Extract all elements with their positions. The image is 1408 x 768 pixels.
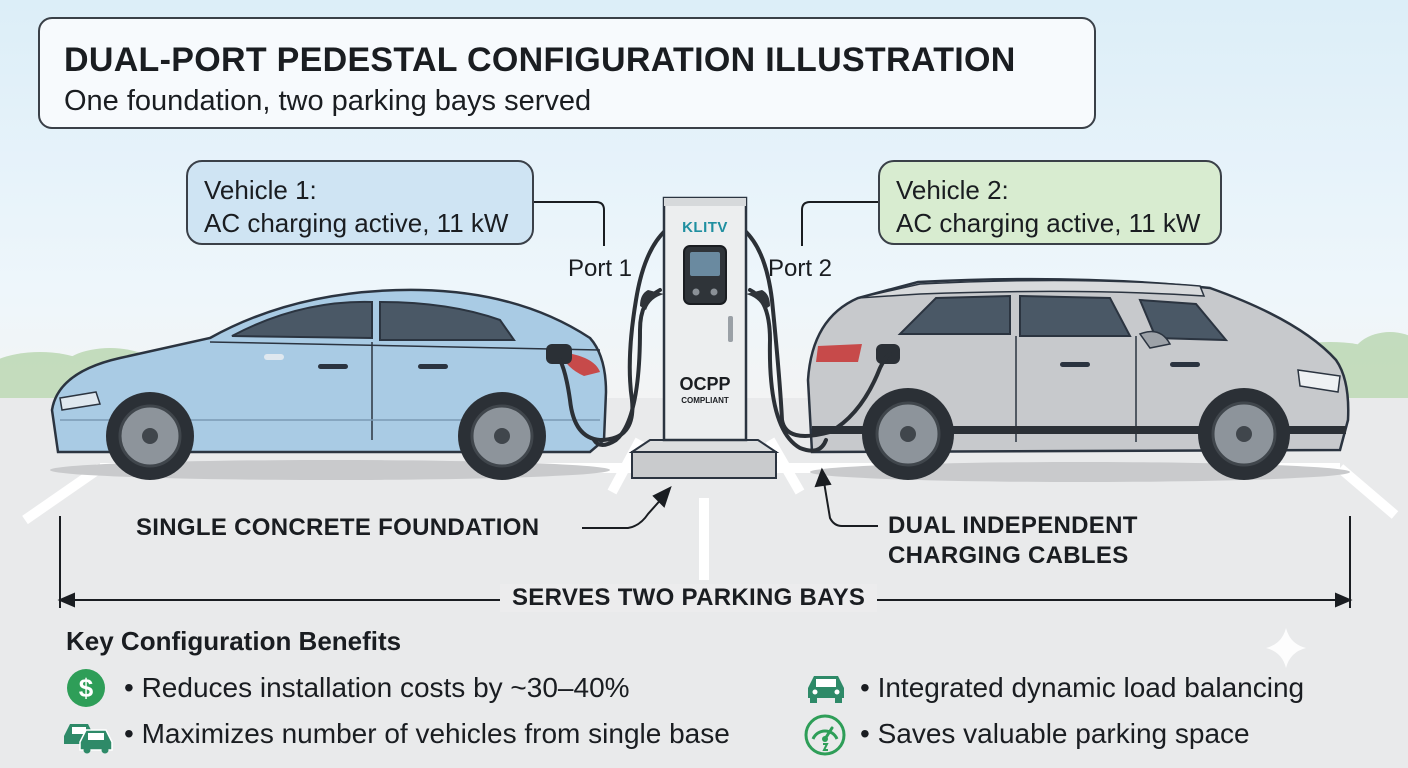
page-subtitle: One foundation, two parking bays served: [64, 85, 592, 117]
car-icon: [808, 676, 844, 703]
benefit-item-space: • Saves valuable parking space: [860, 718, 1250, 749]
cables-annotation-line-1: DUAL INDEPENDENT: [888, 512, 1138, 539]
benefits-title: Key Configuration Benefits: [66, 626, 402, 656]
bays-annotation: SERVES TWO PARKING BAYS: [500, 584, 878, 612]
svg-text:$: $: [79, 673, 94, 703]
ocpp-badge: OCPP: [679, 374, 731, 394]
port-2-label: Port 2: [768, 255, 833, 282]
speedometer-icon: [804, 714, 846, 756]
sparkle-icon: [1266, 628, 1306, 668]
title-box: DUAL-PORT PEDESTAL CONFIGURATION ILLUSTR…: [38, 17, 1096, 129]
dollar-icon: $: [67, 669, 105, 707]
foundation-arrow: [582, 486, 672, 529]
benefit-item-maximize: • Maximizes number of vehicles from sing…: [124, 718, 730, 749]
port-leader-lines: [534, 201, 878, 246]
charging-cables: [558, 228, 892, 453]
vehicle-2-title: Vehicle 2:: [896, 175, 1009, 205]
vehicle-1-callout: Vehicle 1: AC charging active, 11 kW: [186, 160, 534, 245]
benefit-item-cost: • Reduces installation costs by ~30–40%: [124, 672, 630, 703]
benefit-item-load-balancing: • Integrated dynamic load balancing: [860, 672, 1305, 703]
concrete-foundation: [628, 439, 780, 479]
vehicle-2-suv: [806, 277, 1350, 482]
charging-pedestal: [640, 196, 770, 442]
charger-brand-logo: KLITV: [682, 219, 728, 236]
vehicle-1-sedan: [50, 288, 610, 480]
vehicle-2-callout: Vehicle 2: AC charging active, 11 kW: [878, 160, 1222, 245]
vehicle-1-title: Vehicle 1:: [204, 175, 317, 205]
cables-arrow: [814, 467, 878, 527]
vehicle-2-status: AC charging active, 11 kW: [896, 208, 1201, 238]
ocpp-compliant-label: COMPLIANT: [681, 396, 729, 405]
cables-annotation-line-2: CHARGING CABLES: [888, 542, 1129, 569]
foundation-annotation: SINGLE CONCRETE FOUNDATION: [136, 514, 540, 541]
port-1-label: Port 1: [568, 255, 633, 282]
two-cars-icon: [64, 724, 113, 754]
vehicle-1-status: AC charging active, 11 kW: [204, 208, 509, 238]
page-title: DUAL-PORT PEDESTAL CONFIGURATION ILLUSTR…: [64, 41, 1016, 79]
